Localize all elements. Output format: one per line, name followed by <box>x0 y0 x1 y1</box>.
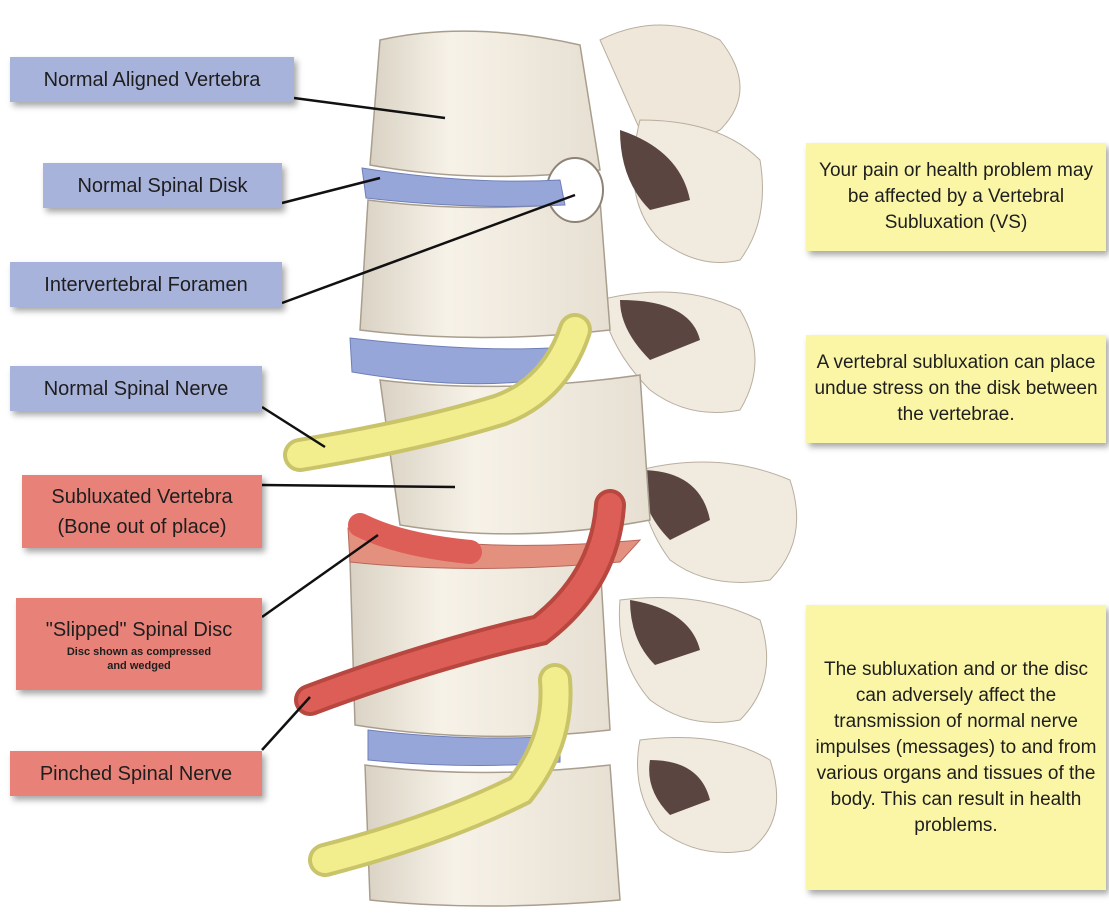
label-slipped-spinal-disc: "Slipped" Spinal Disc Disc shown as comp… <box>16 598 262 690</box>
label-normal-spinal-nerve: Normal Spinal Nerve <box>10 366 262 411</box>
note-nerve-transmission: The subluxation and or the disc can adve… <box>806 605 1106 890</box>
label-pinched-spinal-nerve: Pinched Spinal Nerve <box>10 751 262 796</box>
label-normal-spinal-nerve-text: Normal Spinal Nerve <box>44 374 229 404</box>
label-pinched-spinal-nerve-text: Pinched Spinal Nerve <box>40 759 232 789</box>
label-normal-spinal-disk-text: Normal Spinal Disk <box>77 171 247 201</box>
label-intervertebral-foramen-text: Intervertebral Foramen <box>44 270 247 300</box>
label-normal-aligned-vertebra: Normal Aligned Vertebra <box>10 57 294 102</box>
note-undue-stress-text: A vertebral subluxation can place undue … <box>812 350 1100 428</box>
note-undue-stress: A vertebral subluxation can place undue … <box>806 335 1106 443</box>
label-intervertebral-foramen: Intervertebral Foramen <box>10 262 282 307</box>
label-subluxated-vertebra-line1: Subluxated Vertebra <box>51 482 232 512</box>
label-normal-aligned-vertebra-text: Normal Aligned Vertebra <box>44 65 261 95</box>
label-slipped-spinal-disc-sub1: Disc shown as compressed <box>67 645 211 659</box>
label-subluxated-vertebra-line2: (Bone out of place) <box>58 512 227 542</box>
label-subluxated-vertebra: Subluxated Vertebra (Bone out of place) <box>22 475 262 548</box>
leader-pinched-nerve <box>262 697 310 750</box>
label-slipped-spinal-disc-title: "Slipped" Spinal Disc <box>46 615 233 645</box>
label-slipped-spinal-disc-sub2: and wedged <box>107 659 171 673</box>
label-normal-spinal-disk: Normal Spinal Disk <box>43 163 282 208</box>
note-vertebral-subluxation: Your pain or health problem may be affec… <box>806 143 1106 251</box>
note-nerve-transmission-text: The subluxation and or the disc can adve… <box>812 657 1100 839</box>
note-vertebral-subluxation-text: Your pain or health problem may be affec… <box>812 158 1100 236</box>
vertebral-bodies <box>350 31 650 906</box>
